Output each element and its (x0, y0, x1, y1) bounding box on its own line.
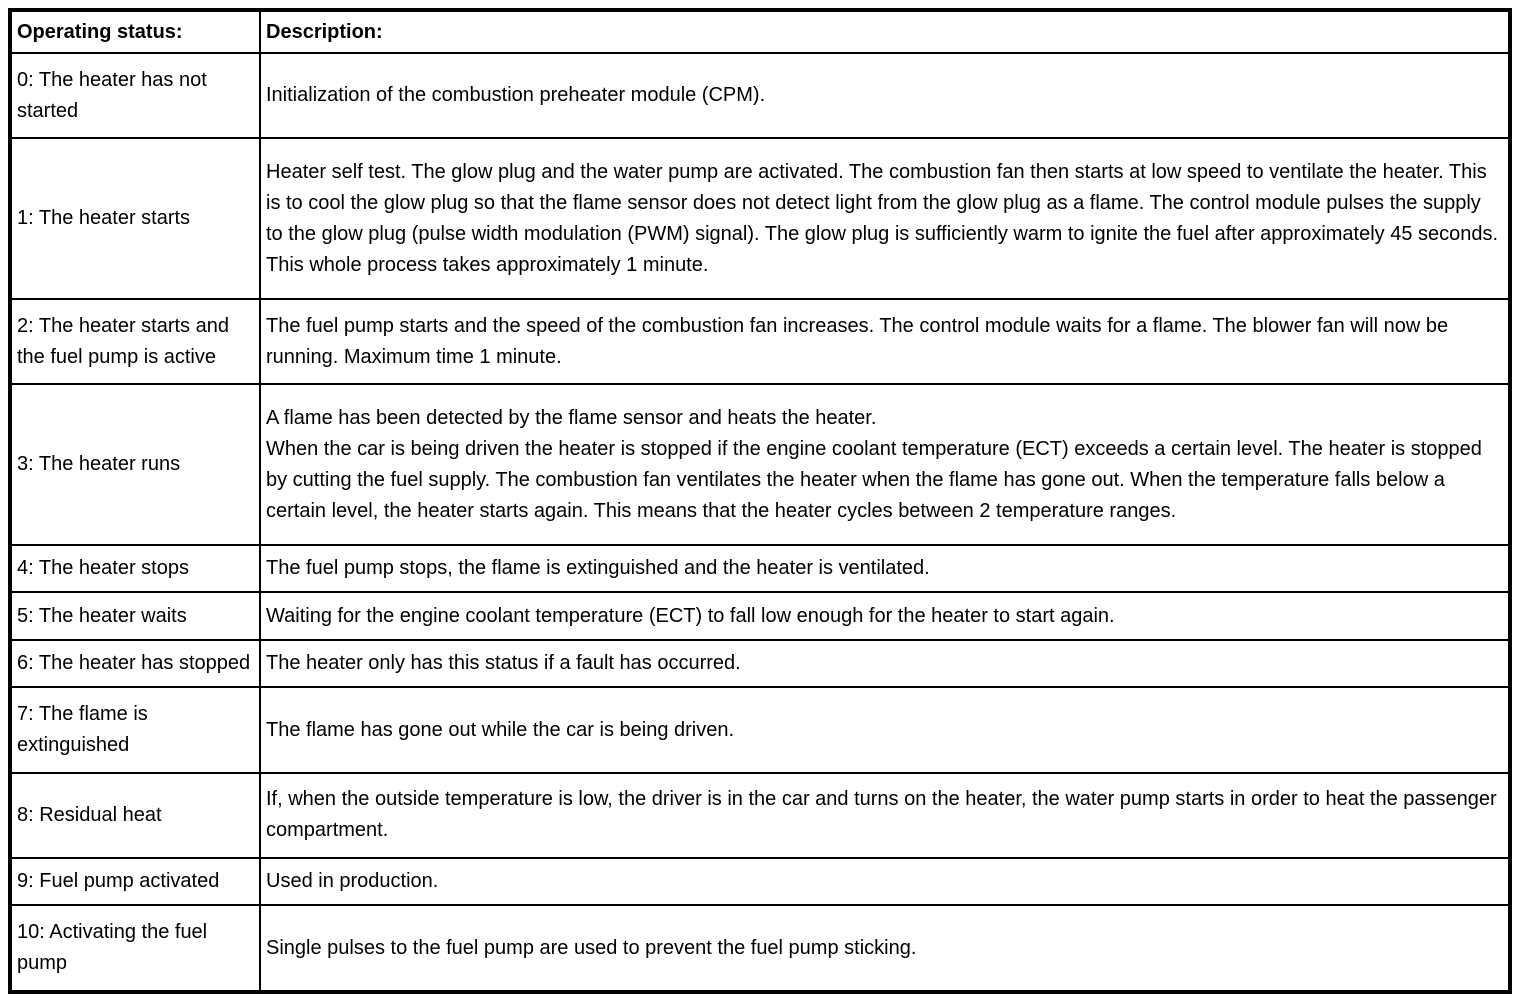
description-cell: The flame has gone out while the car is … (259, 686, 1511, 774)
description-cell: A flame has been detected by the flame s… (259, 383, 1511, 546)
description-cell: If, when the outside temperature is low,… (259, 771, 1511, 859)
status-cell: 6: The heater has stopped (9, 638, 261, 689)
description-cell: The fuel pump stops, the flame is exting… (259, 543, 1511, 594)
description-cell: The fuel pump starts and the speed of th… (259, 297, 1511, 386)
status-cell: 8: Residual heat (9, 771, 261, 859)
operating-status-table: Operating status: Description: 0: The he… (8, 8, 1512, 994)
description-cell: Initialization of the combustion preheat… (259, 51, 1511, 140)
status-cell: 2: The heater starts and the fuel pump i… (9, 297, 261, 386)
column-header-operating-status: Operating status: (9, 9, 261, 54)
description-cell: Heater self test. The glow plug and the … (259, 137, 1511, 300)
header-row: Operating status: Description: (9, 9, 1511, 54)
table-row: 2: The heater starts and the fuel pump i… (9, 297, 1511, 386)
column-header-description: Description: (259, 9, 1511, 54)
status-cell: 3: The heater runs (9, 383, 261, 546)
description-cell: Used in production. (259, 856, 1511, 907)
status-cell: 10: Activating the fuel pump (9, 904, 261, 993)
status-cell: 4: The heater stops (9, 543, 261, 594)
status-cell: 5: The heater waits (9, 591, 261, 641)
description-cell: Single pulses to the fuel pump are used … (259, 904, 1511, 993)
description-cell: The heater only has this status if a fau… (259, 638, 1511, 689)
description-cell: Waiting for the engine coolant temperatu… (259, 591, 1511, 641)
status-cell: 1: The heater starts (9, 137, 261, 300)
status-cell: 7: The flame is extinguished (9, 686, 261, 774)
status-cell: 9: Fuel pump activated (9, 856, 261, 907)
status-cell: 0: The heater has not started (9, 51, 261, 140)
